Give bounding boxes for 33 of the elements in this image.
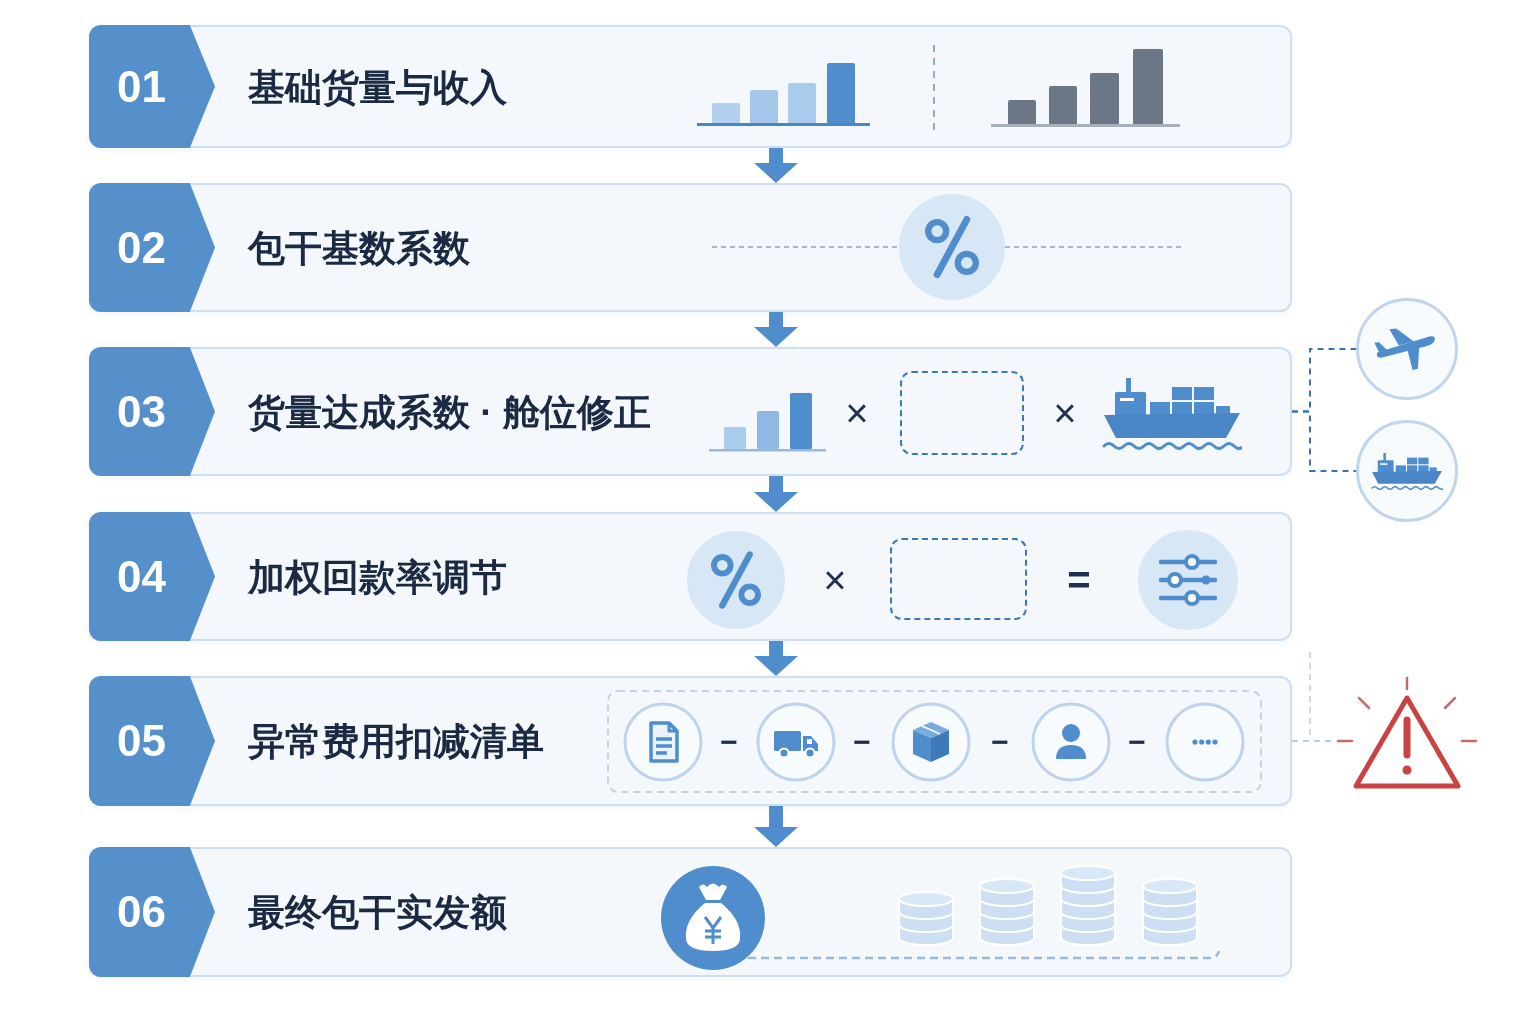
arrow xyxy=(754,806,798,847)
step-number: 03 xyxy=(89,347,215,476)
step-number: 05 xyxy=(89,676,215,806)
dashed-connector xyxy=(1291,410,1357,472)
minus-sign: − xyxy=(991,727,1009,757)
step-number: 02 xyxy=(89,183,215,312)
multiply-sign: × xyxy=(823,560,847,600)
minus-sign: − xyxy=(853,727,871,757)
step-band xyxy=(89,512,1292,641)
arrow xyxy=(754,476,798,512)
step-title: 货量达成系数 · 舱位修正 xyxy=(248,393,651,430)
equals-sign: = xyxy=(1067,560,1091,600)
step-title: 异常费用扣减清单 xyxy=(248,722,544,760)
arrow xyxy=(754,312,798,347)
step-number: 04 xyxy=(89,512,215,641)
step-number: 06 xyxy=(89,847,215,977)
arrow xyxy=(754,641,798,676)
step-number: 01 xyxy=(89,25,215,148)
multiply-sign: × xyxy=(1053,393,1077,433)
dashed-placeholder xyxy=(890,538,1027,620)
minus-sign: − xyxy=(720,727,738,757)
step-band xyxy=(89,183,1292,312)
arrow xyxy=(754,148,798,183)
step-title: 基础货量与收入 xyxy=(248,68,507,105)
minus-sign: − xyxy=(1128,727,1146,757)
step-title: 包干基数系数 xyxy=(248,229,470,266)
step-band xyxy=(89,25,1292,148)
step-title: 最终包干实发额 xyxy=(248,893,507,931)
dashed-placeholder xyxy=(900,371,1024,455)
multiply-sign: × xyxy=(845,393,869,433)
warning-icon xyxy=(1336,676,1478,790)
step-title: 加权回款率调节 xyxy=(248,558,507,595)
step-band xyxy=(89,347,1292,476)
